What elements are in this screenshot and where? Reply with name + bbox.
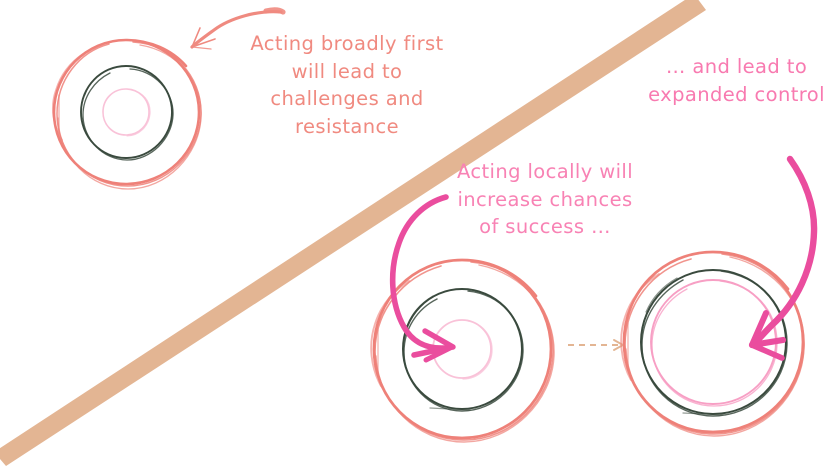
broad-outer-ring <box>51 38 202 190</box>
expanded-circle-group <box>620 250 805 437</box>
broad-arrow <box>190 7 286 50</box>
broad-circle-group <box>51 38 202 190</box>
progression-arrow <box>568 339 625 351</box>
expanded-arrow <box>748 155 818 361</box>
diagonal-band <box>0 0 706 466</box>
broad-mid-ring <box>80 65 174 161</box>
local-circle-group <box>370 258 555 443</box>
broad-inner-circle <box>102 88 151 137</box>
local-arrow <box>389 194 456 363</box>
local-mid-ring <box>401 287 524 412</box>
local-outer-ring <box>370 258 555 443</box>
